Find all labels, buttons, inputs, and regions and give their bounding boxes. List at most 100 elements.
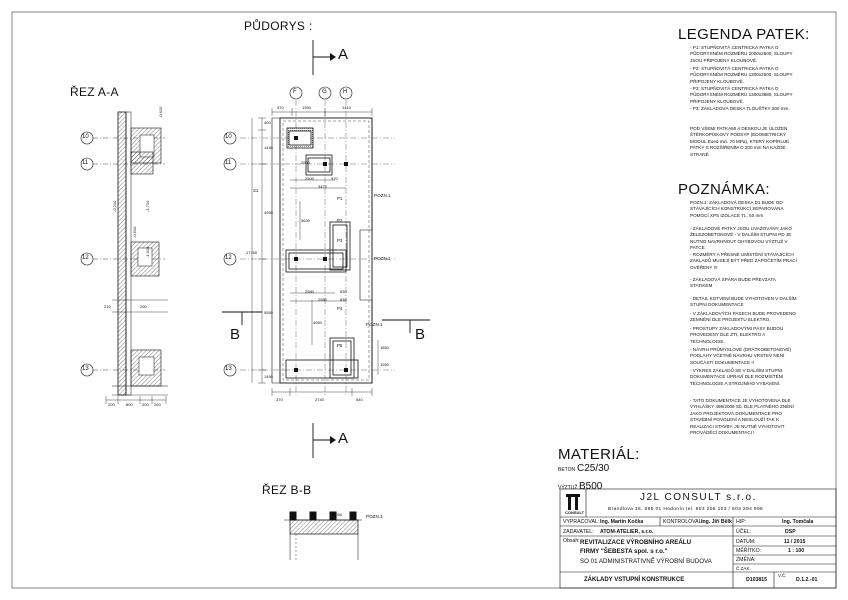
dim-right-2: 1950 [380,362,389,367]
aa-mid-2: 200 [140,304,147,309]
aa-axis-label-11: 11 [82,160,89,166]
poznamka-item-7: - PROSTUPY ZÁKLADOVÝMI PÁSY BUDOU PROVED… [690,326,784,344]
aa-axis-label-12: 12 [82,255,89,261]
dim-inner-7: 830 [340,297,347,302]
slab-label: S1 [253,188,259,193]
dim-left-5: 1490 [264,374,273,379]
project-line-2: FIRMY "ŠEBESTA spol. s r.o." [580,548,668,555]
section-b-left-label: B [230,326,241,343]
poznamka-item-6: - V ZÁKLADOVÝCH PASECH BUDE PROVEDENO ZE… [690,311,796,323]
ucel-label: ÚČEL: [736,529,752,535]
poznamka-item-9: - VÝKRES ZÁKLADŮ SE V DALŠÍM STUPNI DOKU… [690,368,784,386]
dim-bottom-1: 370 [276,397,283,402]
dim-inner-v2: 3630 [301,218,310,223]
pozn-label-4: POZN.1 [366,514,383,519]
kontroloval-value: Ing. Jiří Bělk [701,519,732,525]
vypracoval-label: VYPRACOVAL: [563,519,600,525]
vyztuz-label: VÝZTUŽ [558,485,578,491]
section-a-top-label: A [338,46,349,63]
drawing-name: ZÁKLADY VSTUPNÍ KONSTRUKCE [584,577,685,583]
pad-label-p5: P5 [337,343,343,348]
dim-inner-5: 630 [340,289,347,294]
meritko-label: MĚŘÍTKO: [736,548,762,554]
dim-top-3: 1410 [342,105,351,110]
section-markers [222,40,430,458]
zadavatel-value: ATOM-ATELIER, s.r.o. [600,529,654,535]
zmena-label: ZMĚNA: [736,557,756,563]
axis-label-h: H [343,89,348,95]
aa-axis-label-10: 10 [82,134,89,140]
aa-bottom-4: 200 [154,402,161,407]
dim-inner-2: 3470 [318,184,327,189]
czak-label: Č.ZAK. [736,566,751,571]
dim-inner-4: 2580 [305,289,314,294]
legenda-item-3: - P3: STUPŇOVITÁ CENTRICKÁ PATKA O PŮDOR… [690,86,793,104]
poznamka-item-10: - TATO DOKUMENTACE JE VYHOTOVENA DLE VYH… [690,398,794,436]
aa-axis-label-13: 13 [82,366,89,372]
datum-label: DATUM: [736,539,756,545]
dim-right-1: 1850 [380,345,389,350]
dim-bottom-2: 2740 [315,397,324,402]
beton-label: BETON [558,467,576,473]
poznamka-item-1: POZN.1: ZÁKLADOVÁ DESKA D1 BUDE OD STÁVA… [690,200,784,218]
axis-label-g: G [322,89,327,95]
company-logo-mark [566,494,580,510]
legenda-footer: POD VŠEMI PATKAMI A DESKOU JE ULOŽEN ŠTĚ… [690,126,790,157]
material-title: MATERIÁL: [558,446,640,463]
dim-inner-1: 2500 [305,176,314,181]
aa-level-2: -0,210 [112,200,117,212]
obsah-label: Obsah: [563,538,580,544]
dim-top-2: 1390 [302,105,311,110]
footing-pads [285,127,359,379]
aa-level-5: -1,910 [145,246,150,258]
poznamka-item-5: - DETAIL KOTVENÍ BUDE VYHOTOVEN V DALŠÍM… [690,296,797,308]
aa-bottom-1: 200 [108,402,115,407]
czak-value: D103815 [746,577,768,583]
poznamka-item-2: - ZÁKLADOVÉ PATKY JSOU UVAŽOVÁNY JAKO ŽE… [690,226,792,251]
legenda-title: LEGENDA PATEK: [678,26,810,43]
legenda-item-2: - P2: STUPŇOVITÁ CENTRICKÁ PATKA O PŮDOR… [690,66,793,84]
company-name: J2L CONSULT s.r.o. [640,492,757,503]
foundation-slab [279,117,373,384]
pozn-label-3: POZN.1 [366,322,383,327]
plan-title: PŮDORYS : [244,19,313,33]
axis-label-10: 10 [225,134,232,140]
hip-value: Ing. Tomčala [782,519,814,525]
pad-label-p2: P2 [337,218,343,223]
legenda-item-1: - P1: STUPŇOVITÁ CENTRICKÁ PATKA O PŮDOR… [690,45,793,63]
dim-inner-v1: 2500 [301,160,310,165]
section-aa [105,111,168,404]
aa-mid-1: 210 [104,304,111,309]
ucel-value: DSP [785,529,796,535]
vc-label: V.Č. [778,573,787,578]
beton-value: C25/30 [577,463,610,474]
project-line-1: REVITALIZACE VÝROBNÍHO AREÁLU [580,539,692,546]
dim-left-total: 17780 [246,250,258,255]
poznamka-title: POZNÁMKA: [678,181,770,198]
dim-bottom-3: 540 [356,397,363,402]
poznamka-item-8: - NÁVRH PRŮMYSLOVÉ (DRÁTKOBETONOVÉ) PODL… [690,347,791,365]
dim-inner-6: 2580 [318,297,327,302]
section-aa-title: ŘEZ A-A [70,85,119,99]
dim-top-1: 370 [277,105,284,110]
title-block-frame [559,488,837,589]
aa-level-4: -0,610 [132,226,137,238]
axis-label-11: 11 [225,160,232,166]
pad-label-p3: P3 [337,238,343,243]
dim-left-1: 400 [264,120,271,125]
section-bb-title: ŘEZ B-B [262,483,312,497]
pad-label-p4: P4 [337,306,343,311]
aa-level-3: -1,710 [145,200,150,212]
hip-label: HIP: [736,519,747,525]
section-a-bottom-label: A [338,430,349,447]
vc-value: D.1.2.-01 [796,577,818,583]
axis-label-12: 12 [225,255,232,261]
dim-left-4: 5550 [264,310,273,315]
legenda-item-4: - P3: ZÁKLADOVÁ DESKA TLOUŠŤKY 200 mm. [690,106,790,111]
floor-plan [240,100,395,396]
dim-left-3: 4950 [264,210,273,215]
aa-bottom-3: 200 [142,402,149,407]
poznamka-item-3: - ROZMĚRY A PŘESNÉ UMÍSTĚNÍ STÁVAJÍCÍCH … [690,252,797,270]
zadavatel-label: ZADAVATEL: [563,529,594,535]
